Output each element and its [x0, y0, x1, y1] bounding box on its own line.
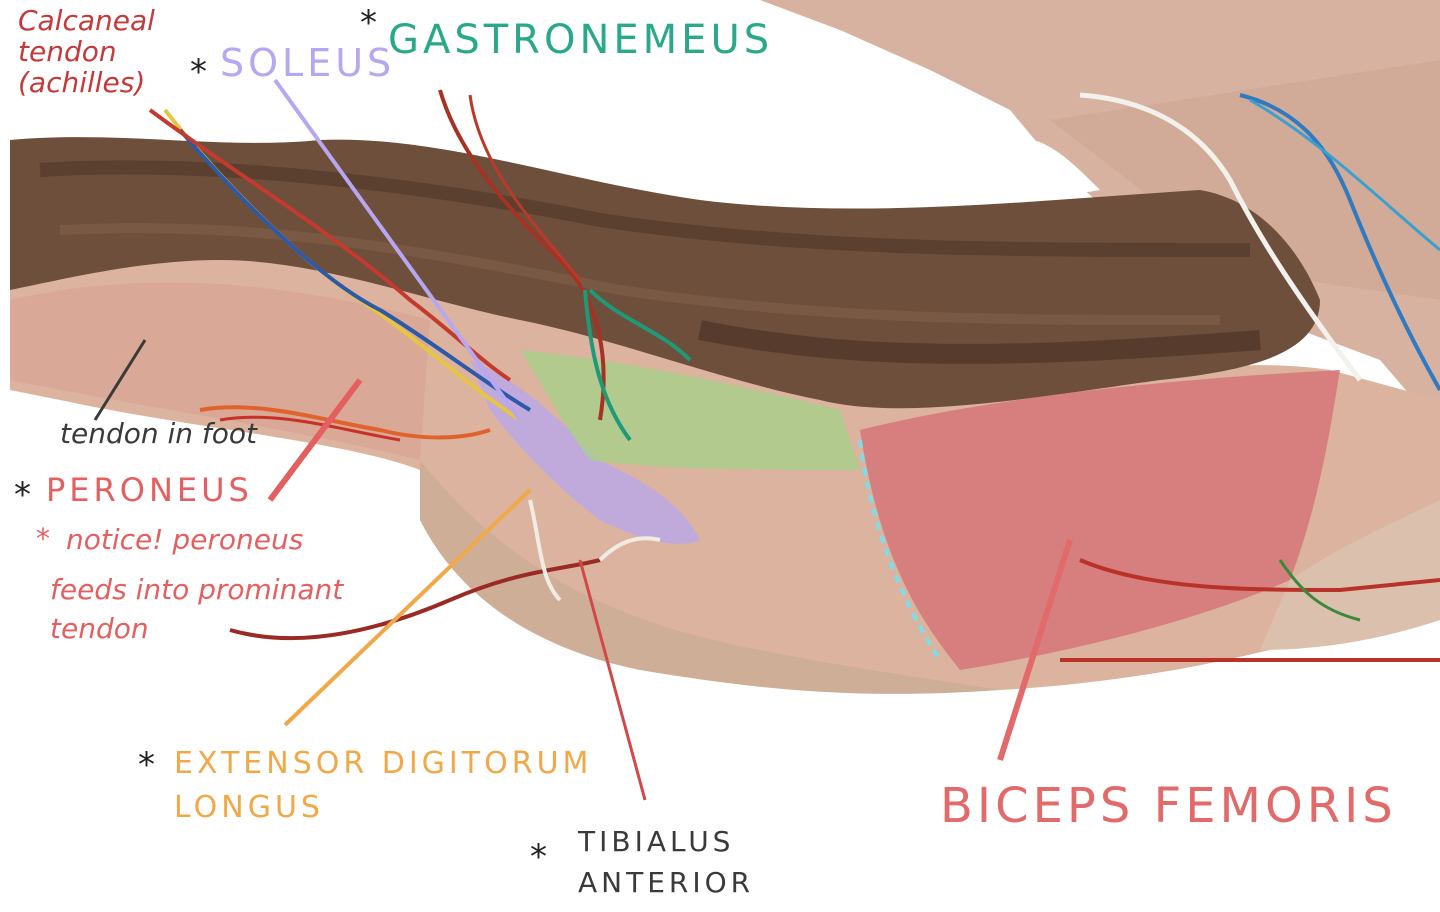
biceps-femoris-region	[860, 370, 1340, 670]
soleus-asterisk: *	[190, 52, 207, 92]
biceps-pointer	[997, 539, 1073, 761]
extensor-asterisk: *	[138, 745, 155, 785]
soleus-pointer	[273, 78, 522, 422]
gastrocnemius-asterisk: *	[360, 3, 377, 43]
calcaneal-line-2: tendon	[18, 34, 117, 68]
calcaneal-line-1: Calcaneal	[18, 4, 155, 37]
biceps-femoris-label: BICEPS FEMORIS	[940, 778, 1397, 834]
tibialis-label: TIBIALUS ANTERIOR	[578, 822, 754, 903]
tibialis-asterisk: *	[530, 837, 547, 877]
peroneus-note-cont: feeds into prominant tendon	[50, 570, 343, 648]
tibialis-pointer	[578, 559, 647, 801]
peroneus-note-line-2: feeds into prominant	[50, 573, 344, 606]
calcaneal-tendon-label: Calcaneal tendon (achilles)	[18, 4, 155, 99]
thigh-skin-shade	[1050, 60, 1440, 300]
extensor-line-2: LONGUS	[174, 789, 324, 825]
peroneus-pointer	[267, 378, 363, 502]
peroneus-note-line-1: notice! peroneus	[66, 523, 304, 556]
peroneus-note: notice! peroneus	[66, 522, 303, 557]
peroneus-label: PERONEUS	[46, 471, 253, 509]
peroneus-note-asterisk: *	[36, 522, 50, 555]
soleus-label: SOLEUS	[220, 41, 396, 85]
calcaneal-line-3: (achilles)	[18, 65, 146, 99]
peroneus-asterisk: *	[14, 475, 31, 515]
tibialis-line-1: TIBIALUS	[578, 825, 735, 858]
tibialis-line-2: ANTERIOR	[578, 865, 755, 899]
extensor-line-1: EXTENSOR DIGITORUM	[174, 746, 593, 781]
extensor-label: EXTENSOR DIGITORUM LONGUS	[174, 742, 592, 829]
peroneus-note-line-3: tendon	[50, 612, 149, 646]
tendon-foot-pointer	[93, 339, 147, 421]
tendon-in-foot-label: tendon in foot	[60, 417, 258, 450]
extensor-pointer	[283, 488, 532, 727]
gastrocnemius-label: GASTRONEMEUS	[388, 17, 774, 63]
fur	[10, 137, 1320, 409]
